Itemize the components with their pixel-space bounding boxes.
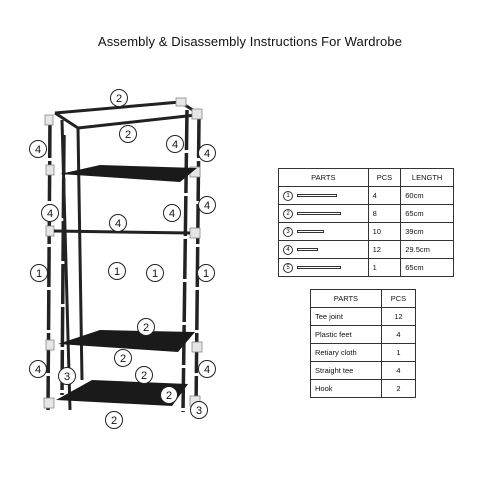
part-callout: 2 — [135, 366, 153, 384]
part-cell: 5 — [278, 258, 369, 277]
pcs-cell: 1 — [380, 343, 417, 362]
pcs-cell: 2 — [380, 379, 417, 398]
table-row: 2 8 65cm — [278, 204, 454, 223]
pcs-cell: 4 — [380, 325, 417, 344]
part-cell: 2 — [278, 204, 369, 223]
tube-icon — [297, 194, 337, 197]
tube-icon — [297, 266, 341, 269]
part-name-cell: Straight tee — [310, 361, 382, 380]
pcs-cell: 10 — [367, 222, 402, 241]
column-header: PARTS — [310, 289, 382, 308]
tube-parts-table: PARTS PCS LENGTH 1 4 60cm 2 8 65cm 3 10 … — [278, 168, 454, 277]
part-callout: 2 — [119, 125, 137, 143]
length-cell: 65cm — [400, 204, 454, 223]
hanging-rail — [53, 229, 191, 235]
pcs-cell: 4 — [380, 361, 417, 380]
part-callout: 4 — [29, 140, 47, 158]
part-callout: 1 — [30, 264, 48, 282]
part-name-cell: Hook — [310, 379, 382, 398]
part-callout: 1 — [197, 264, 215, 282]
pcs-cell: 12 — [380, 307, 417, 326]
table-row: Tee joint 12 — [310, 307, 417, 326]
part-callout: 3 — [190, 401, 208, 419]
length-cell: 29.5cm — [400, 240, 454, 259]
tube-icon — [297, 248, 318, 251]
part-cell: 1 — [278, 186, 369, 205]
part-name-cell: Tee joint — [310, 307, 382, 326]
part-callout: 4 — [109, 214, 127, 232]
part-number: 2 — [283, 208, 293, 219]
pcs-cell: 8 — [367, 204, 402, 223]
table-row: 4 12 29.5cm — [278, 240, 454, 259]
fittings-parts-table: PARTS PCS Tee joint 12 Plastic feet 4 Re… — [310, 289, 417, 398]
part-callout: 3 — [58, 367, 76, 385]
part-callout: 2 — [110, 89, 128, 107]
part-callout: 1 — [108, 262, 126, 280]
column-header: PCS — [380, 289, 417, 308]
table-row: Retiary cloth 1 — [310, 343, 417, 362]
length-cell: 65cm — [400, 258, 454, 277]
part-callout: 2 — [105, 411, 123, 429]
part-callout: 4 — [198, 144, 216, 162]
table-row: 3 10 39cm — [278, 222, 454, 241]
column-header: PCS — [367, 168, 402, 187]
table-row: 5 1 65cm — [278, 258, 454, 277]
part-callout: 1 — [146, 264, 164, 282]
part-callout: 4 — [163, 204, 181, 222]
part-callout: 4 — [166, 135, 184, 153]
table-header-row: PARTS PCS LENGTH — [278, 168, 454, 187]
table-row: 1 4 60cm — [278, 186, 454, 205]
part-callout: 4 — [198, 360, 216, 378]
part-callout: 2 — [160, 386, 178, 404]
part-callout: 4 — [29, 360, 47, 378]
part-callout: 4 — [41, 204, 59, 222]
part-callout: 2 — [114, 349, 132, 367]
tube-icon — [297, 230, 324, 233]
pcs-cell: 1 — [367, 258, 402, 277]
part-number: 3 — [283, 226, 293, 237]
part-cell: 4 — [278, 240, 369, 259]
diagram-title: Assembly & Disassembly Instructions For … — [97, 34, 403, 49]
part-callout: 4 — [198, 196, 216, 214]
shelves — [56, 165, 197, 406]
length-cell: 60cm — [400, 186, 454, 205]
length-cell: 39cm — [400, 222, 454, 241]
part-number: 5 — [283, 262, 293, 273]
part-callout: 2 — [137, 318, 155, 336]
column-header: LENGTH — [400, 168, 454, 187]
part-name-cell: Plastic feet — [310, 325, 382, 344]
table-row: Hook 2 — [310, 379, 417, 398]
part-number: 1 — [283, 190, 293, 201]
table-header-row: PARTS PCS — [310, 289, 417, 308]
table-row: Plastic feet 4 — [310, 325, 417, 344]
column-header: PARTS — [278, 168, 369, 187]
pcs-cell: 4 — [367, 186, 402, 205]
tube-icon — [297, 212, 341, 215]
pcs-cell: 12 — [367, 240, 402, 259]
table-row: Straight tee 4 — [310, 361, 417, 380]
part-number: 4 — [283, 244, 293, 255]
part-cell: 3 — [278, 222, 369, 241]
part-name-cell: Retiary cloth — [310, 343, 382, 362]
